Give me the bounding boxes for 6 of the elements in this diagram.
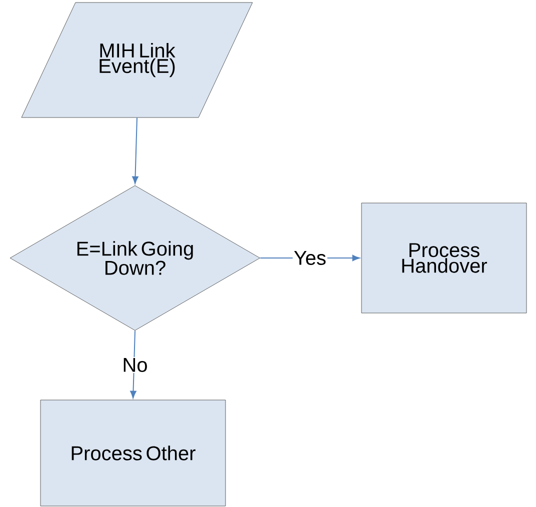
arrow	[132, 117, 138, 184]
edge-label: No	[121, 357, 149, 373]
process-box: Process Other	[40, 400, 226, 506]
process-box: Process Handover	[361, 202, 527, 314]
input-parallelogram: MIH Link Event(E)	[21, 2, 253, 118]
edge-label: Yes	[292, 250, 328, 266]
